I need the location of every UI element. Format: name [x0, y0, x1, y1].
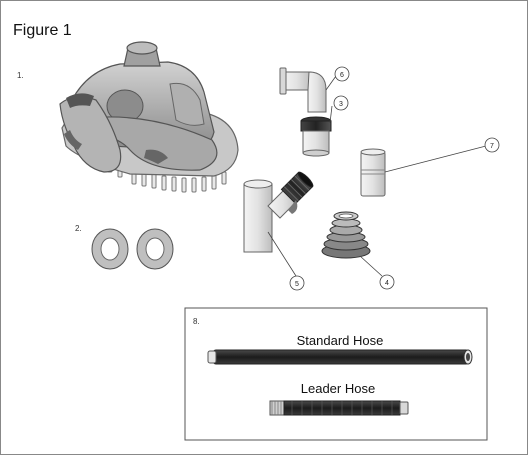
cleaner-head-illustration	[59, 41, 239, 193]
callout-line-3	[329, 105, 333, 124]
callout-circle-3	[333, 95, 349, 111]
leader-hose-illustration	[269, 400, 409, 416]
callout-number-5: 5	[295, 281, 299, 288]
figure-title: Figure 1	[13, 22, 72, 39]
callout-circle-5	[289, 275, 305, 291]
t-connector-illustration	[243, 171, 314, 253]
standard-hose-title: Standard Hose	[297, 333, 384, 348]
callout-line-5	[267, 231, 297, 277]
callout-number-6: 6	[340, 72, 344, 79]
callout-number-4: 4	[385, 280, 389, 287]
standard-hose-illustration	[207, 349, 473, 365]
callout-number-3: 3	[339, 101, 343, 108]
callout-line-6	[325, 75, 337, 91]
part-8-label: 8.	[193, 317, 200, 326]
callout-circle-6	[334, 66, 350, 82]
callout-number-7: 7	[490, 143, 494, 150]
threaded-connector-illustration	[300, 116, 332, 157]
hose-coupling-illustration	[360, 148, 386, 197]
elbow-fitting-illustration	[279, 67, 327, 113]
bellows-illustration	[321, 211, 371, 259]
part-2-label: 2.	[75, 224, 82, 233]
part-1-label: 1.	[17, 71, 24, 80]
seal-rings-illustration	[91, 228, 174, 270]
hoses-box	[184, 307, 488, 441]
callout-line-4	[359, 255, 383, 277]
callout-circle-7	[484, 137, 500, 153]
callout-circle-4	[379, 274, 395, 290]
callout-line-7	[384, 145, 487, 173]
leader-hose-title: Leader Hose	[301, 381, 375, 396]
